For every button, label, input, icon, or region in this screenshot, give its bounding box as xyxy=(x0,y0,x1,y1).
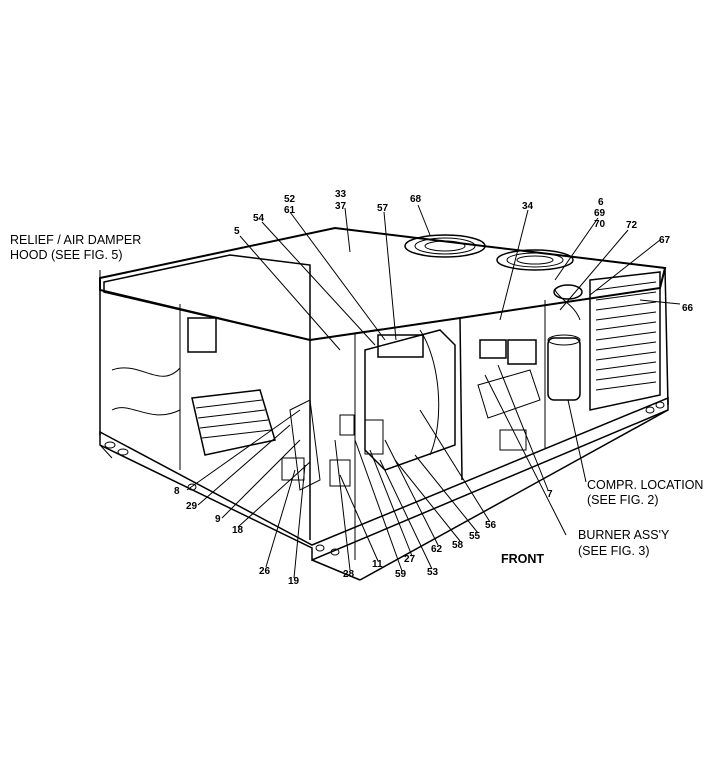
callout-72: 72 xyxy=(626,220,638,231)
callout-5: 5 xyxy=(234,226,240,237)
caption-burner-line1: BURNER ASS'Y xyxy=(578,528,670,542)
callout-53: 53 xyxy=(427,567,439,578)
callout-62: 62 xyxy=(431,544,443,555)
callout-68: 68 xyxy=(410,194,422,205)
callout-27: 27 xyxy=(404,554,416,565)
callout-52: 52 xyxy=(284,194,296,205)
callout-19: 19 xyxy=(288,576,300,587)
callout-6: 6 xyxy=(598,197,604,208)
callout-34: 34 xyxy=(522,201,534,212)
callout-61: 61 xyxy=(284,205,296,216)
callout-28: 28 xyxy=(343,569,355,580)
callout-26: 26 xyxy=(259,566,271,577)
callout-33: 33 xyxy=(335,189,347,200)
captions: RELIEF / AIR DAMPER HOOD (SEE FIG. 5) CO… xyxy=(10,233,703,566)
condenser-fans xyxy=(404,234,574,271)
callout-55: 55 xyxy=(469,531,481,542)
callout-9: 9 xyxy=(215,514,221,525)
callout-56: 56 xyxy=(485,520,497,531)
compressor xyxy=(547,284,583,401)
callout-66: 66 xyxy=(682,303,694,314)
condenser-coil xyxy=(589,271,661,411)
callout-69: 69 xyxy=(594,208,606,219)
callout-11: 11 xyxy=(372,559,383,570)
callout-18: 18 xyxy=(232,525,244,536)
caption-burner-line2: (SEE FIG. 3) xyxy=(578,544,650,558)
callout-29: 29 xyxy=(186,501,198,512)
callout-7: 7 xyxy=(547,489,553,500)
callout-70: 70 xyxy=(594,219,606,230)
cabinet-outline xyxy=(99,226,669,581)
callout-59: 59 xyxy=(395,569,407,580)
leader-lines xyxy=(99,204,681,579)
caption-compr-location-line1: COMPR. LOCATION xyxy=(587,478,703,492)
callout-67: 67 xyxy=(659,235,671,246)
caption-front: FRONT xyxy=(501,552,544,566)
callout-58: 58 xyxy=(452,540,464,551)
blower-section xyxy=(187,317,541,491)
callout-37: 37 xyxy=(335,201,347,212)
callout-8: 8 xyxy=(174,486,180,497)
caption-relief-hood-line1: RELIEF / AIR DAMPER xyxy=(10,233,141,247)
caption-relief-hood-line2: HOOD (SEE FIG. 5) xyxy=(10,248,123,262)
callout-54: 54 xyxy=(253,213,265,224)
callout-57: 57 xyxy=(377,203,389,214)
caption-compr-location-line2: (SEE FIG. 2) xyxy=(587,493,659,507)
callout-numbers: 5 54 52 61 33 37 57 68 34 6 69 70 72 67 … xyxy=(174,189,694,587)
